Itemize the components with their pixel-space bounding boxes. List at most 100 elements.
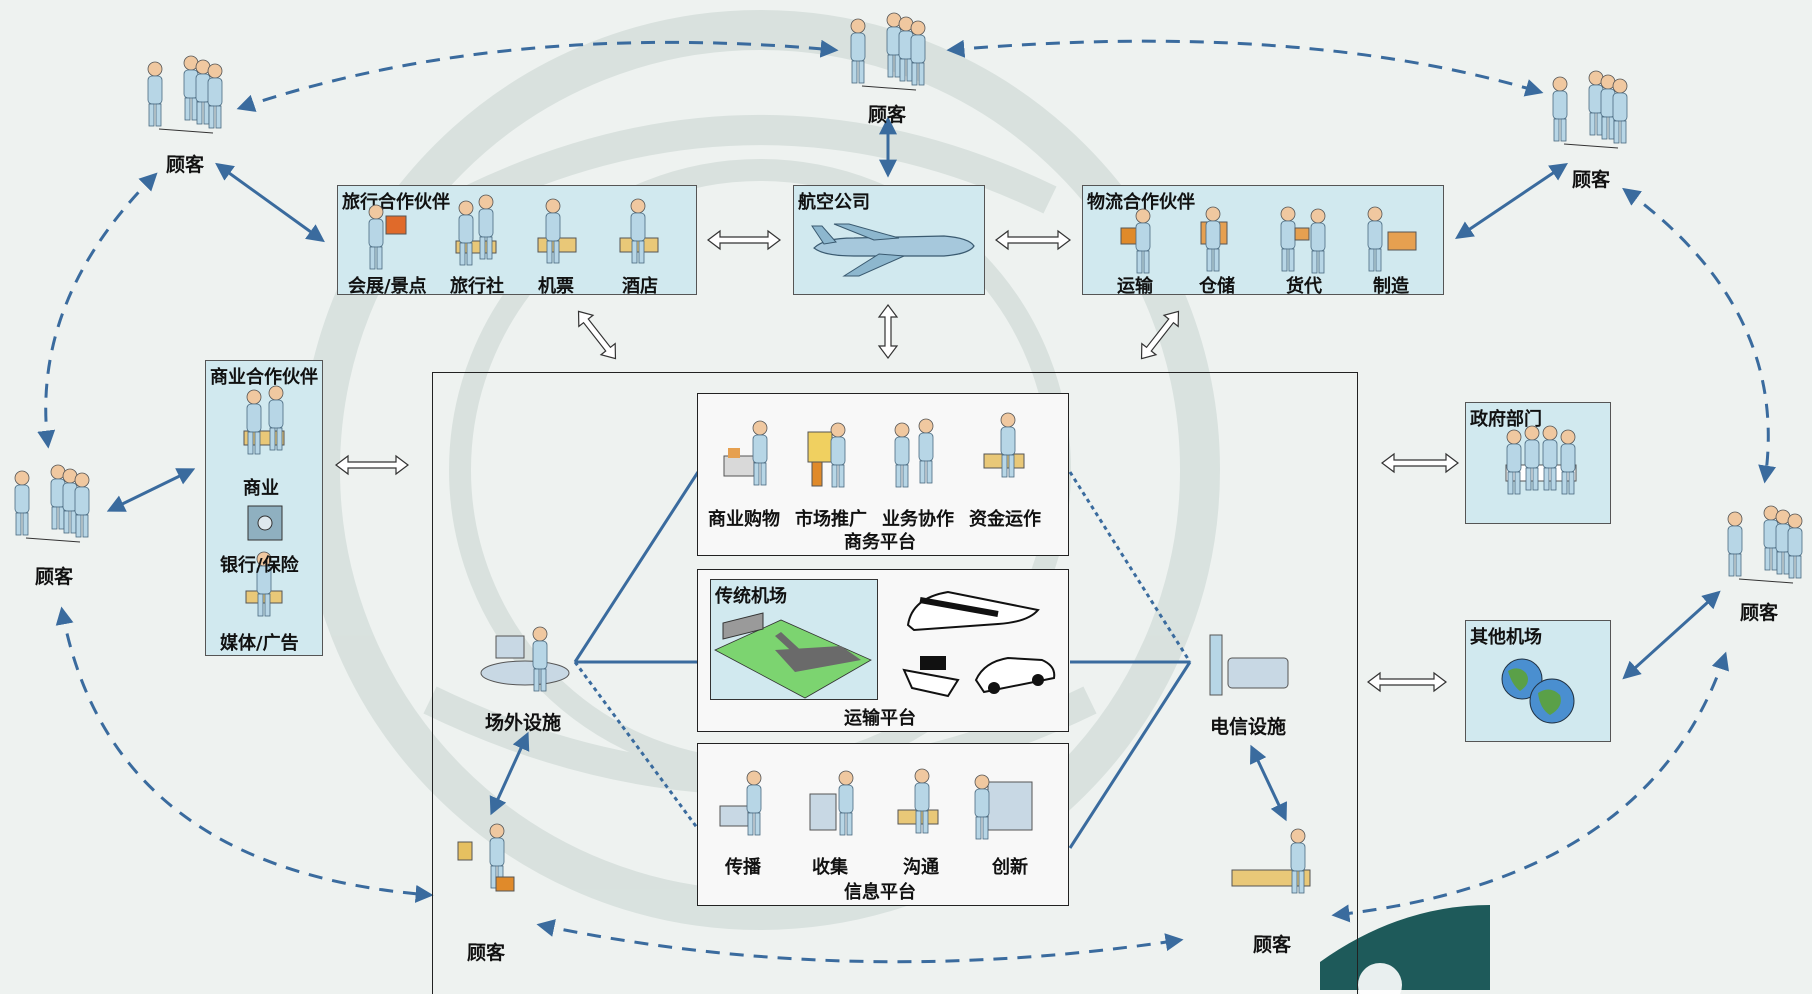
travel-partners-panel: 旅行合作伙伴 会展/景点 旅行社 机票 酒店: [337, 185, 697, 297]
customer-group-icon-topright: [1553, 71, 1627, 148]
info-platform-title: 信息平台: [844, 882, 916, 903]
hotel-icon: [619, 198, 659, 264]
ring-arrow-topleft-top: [236, 39, 839, 112]
telecom-facilities-label: 电信设施: [1210, 716, 1287, 738]
logistics-partners-title: 物流合作伙伴: [1087, 192, 1195, 213]
government-panel: 政府部门: [1465, 402, 1611, 524]
customer-label-left: 顾客: [35, 566, 74, 588]
hollow-arrow-core-otherairports: [1367, 671, 1447, 693]
other-airports-panel: 其他机场: [1465, 620, 1611, 742]
ring-arrow-top-topright: [946, 39, 1544, 97]
customer-label-topleft: 顾客: [166, 154, 205, 176]
globe-icon-2: [1529, 678, 1575, 724]
ring-arrow-right-bottom: [1331, 651, 1729, 923]
meeting-icon: [1505, 425, 1577, 495]
customer-group-icon-right: [1728, 506, 1802, 583]
business-item-0: 商业购物: [708, 509, 780, 530]
travel-partners-title: 旅行合作伙伴: [342, 192, 450, 213]
line-offsite-info: [573, 661, 714, 849]
commerce-item-1: 银行/保险: [220, 555, 299, 576]
business-platform-panel: 商业购物 市场推广 业务协作 资金运作 商务平台: [697, 393, 1069, 556]
ticket-icon: [537, 198, 577, 264]
communication-icon: [897, 768, 939, 834]
bank-safe-icon: [247, 505, 283, 541]
arrow-telecom-customer: [1249, 744, 1288, 822]
transport-platform-title: 运输平台: [844, 708, 916, 729]
commerce-partners-panel: 商业合作伙伴 商业 银行/保险 媒体/广告: [205, 360, 323, 656]
handshake-icon: [894, 418, 934, 488]
government-title: 政府部门: [1470, 409, 1542, 430]
traditional-airport-title: 传统机场: [715, 586, 787, 607]
bullet-train-icon: [906, 590, 1040, 632]
exhibition-icon: [368, 204, 407, 270]
ship-icon: [902, 656, 960, 698]
line-telecom-info: [1068, 661, 1192, 849]
commerce-partners-title: 商业合作伙伴: [210, 367, 318, 388]
shipping-icon: [1120, 208, 1151, 274]
business-item-2: 业务协作: [882, 509, 954, 530]
commerce-icon: [243, 385, 285, 455]
customer-label-topright: 顾客: [1572, 169, 1611, 191]
line-telecom-business: [1068, 471, 1192, 663]
customer-group-icon-top: [851, 13, 925, 90]
arrow-customer-otherairports: [1622, 590, 1721, 680]
customer-label-bottomleft: 顾客: [467, 942, 506, 964]
airline-title: 航空公司: [798, 192, 870, 213]
logistics-partners-panel: 物流合作伙伴 运输 仓储 货代 制造: [1082, 185, 1444, 297]
airplane-icon: [811, 223, 975, 277]
manufacturing-icon: [1367, 206, 1417, 272]
arrow-customer-logistics: [1455, 162, 1568, 240]
hollow-arrow-commerce-core: [335, 454, 409, 476]
offsite-facilities-label: 场外设施: [485, 712, 562, 734]
hollow-arrow-travel-core: [577, 310, 617, 360]
arrow-customer-commerce: [106, 468, 196, 512]
travel-item-1: 旅行社: [450, 276, 504, 297]
info-item-2: 沟通: [903, 857, 939, 878]
ring-arrow-left-top: [37, 172, 158, 449]
business-item-3: 资金运作: [969, 509, 1041, 530]
marketing-stand-icon: [807, 422, 846, 488]
info-item-3: 创新: [992, 857, 1028, 878]
car-icon: [974, 656, 1056, 694]
info-item-1: 收集: [812, 857, 848, 878]
airport-core-frame: [432, 372, 1358, 994]
shopping-cart-icon: [723, 420, 768, 486]
commerce-item-2: 媒体/广告: [220, 633, 299, 654]
hollow-arrow-airline-logistics: [995, 229, 1071, 251]
arrow-offsite-customer: [489, 731, 530, 816]
info-platform-panel: 传播 收集 沟通 创新 信息平台: [697, 743, 1069, 906]
broadcast-icon: [719, 770, 762, 836]
logistics-item-3: 制造: [1373, 276, 1409, 297]
customer-label-bottomright: 顾客: [1253, 934, 1292, 956]
travel-item-3: 酒店: [622, 276, 658, 297]
airport-runway-icon: [714, 612, 872, 699]
logistics-item-2: 货代: [1286, 276, 1322, 297]
hollow-arrow-travel-airline: [707, 229, 781, 251]
logistics-icons: [1120, 206, 1417, 274]
business-icons: [723, 412, 1025, 488]
globe-icon: [1501, 658, 1543, 700]
globe-icons: [1501, 658, 1575, 724]
info-icons: [719, 768, 1033, 840]
customer-group-icon-topleft: [148, 56, 222, 133]
ring-arrow-bottom: [536, 919, 1184, 964]
info-item-0: 传播: [725, 857, 761, 878]
server-icon: [974, 774, 1033, 840]
airline-panel: 航空公司: [793, 185, 985, 295]
ring-arrow-right-top: [1622, 187, 1776, 484]
line-offsite-business: [573, 471, 700, 663]
transport-icons: [902, 590, 1056, 698]
travel-agency-icon: [455, 194, 497, 266]
travel-icons: [368, 194, 659, 270]
business-platform-title: 商务平台: [844, 532, 916, 553]
other-airports-title: 其他机场: [1470, 627, 1542, 648]
corner-logo: [1320, 905, 1490, 994]
commerce-icons: [243, 385, 285, 617]
arrow-customer-travel: [215, 162, 325, 243]
transport-platform-panel: 传统机场 运输平台: [697, 569, 1069, 732]
warehouse-icon: [1200, 206, 1228, 272]
hollow-arrow-core-government: [1381, 452, 1459, 474]
customer-group-icon-left: [15, 465, 89, 542]
